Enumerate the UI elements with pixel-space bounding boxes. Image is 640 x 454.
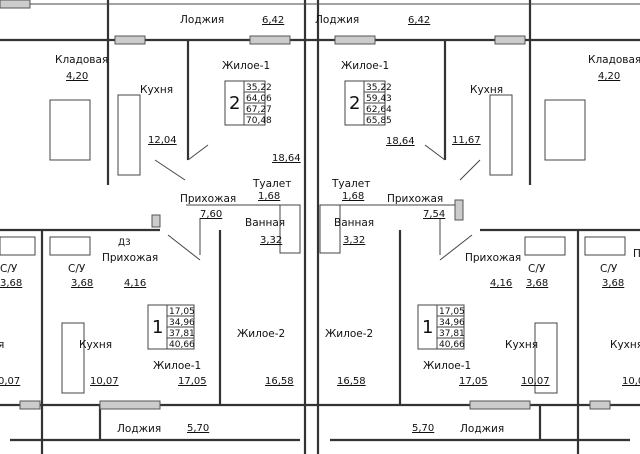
room-area: 6,42: [262, 15, 284, 26]
room-name: Прихожая: [180, 193, 236, 205]
room-name: С/У: [600, 263, 618, 275]
area-value: 64,06: [246, 94, 272, 104]
area-value: 62,64: [366, 105, 392, 115]
room-name: Кухня: [140, 84, 173, 96]
area-value: 37,81: [439, 329, 465, 339]
room-name: Жилое-2: [237, 328, 285, 340]
area-value: 65,85: [366, 116, 392, 126]
room-count: 1: [422, 317, 433, 338]
apartment-box: 1 17,05 34,96 37,81 40,66: [417, 304, 465, 350]
room-name: Лоджия: [180, 14, 224, 26]
room-area: 12,04: [148, 135, 177, 146]
room-name: П: [633, 248, 640, 260]
room-area: 3,68: [526, 278, 548, 289]
room-name: Жилое-1: [153, 360, 201, 372]
room-area: 3,68: [602, 278, 624, 289]
room-area: 10,07: [90, 376, 119, 387]
room-area: 1,68: [258, 191, 280, 202]
room-area: 16,58: [265, 376, 294, 387]
apartment-box: 1 17,05 34,96 37,81 40,66: [147, 304, 195, 350]
room-area: 1,68: [342, 191, 364, 202]
area-value: 34,96: [169, 318, 195, 328]
area-value: 34,96: [439, 318, 465, 328]
door-mark: Д3: [118, 238, 131, 248]
room-area: 18,64: [386, 136, 415, 147]
room-area: 18,64: [272, 153, 301, 164]
room-area: 16,58: [337, 376, 366, 387]
room-name: Лоджия: [315, 14, 359, 26]
room-area: 3,68: [71, 278, 93, 289]
room-name: Прихожая: [102, 252, 158, 264]
room-area: 5,70: [412, 423, 434, 434]
room-area: 4,20: [598, 71, 620, 82]
room-area: 7,54: [423, 209, 445, 220]
room-count: 2: [229, 93, 240, 114]
area-value: 59,43: [366, 94, 392, 104]
room-name: Кухня: [610, 339, 640, 351]
room-name: я: [0, 339, 4, 351]
room-area: 0,07: [0, 376, 20, 387]
room-area: 4,16: [490, 278, 512, 289]
room-count: 1: [152, 317, 163, 338]
room-area: 3,32: [260, 235, 282, 246]
area-value: 37,81: [169, 329, 195, 339]
room-area: 11,67: [452, 135, 481, 146]
room-name: С/У: [528, 263, 546, 275]
area-value: 40,66: [439, 340, 465, 350]
room-name: Ванная: [334, 217, 374, 229]
area-value: 17,05: [169, 307, 195, 317]
apartment-box: 2 35,22 64,06 67,27 70,48: [224, 80, 272, 126]
room-name: Лоджия: [117, 423, 161, 435]
room-name: С/У: [0, 263, 18, 275]
area-value: 17,05: [439, 307, 465, 317]
area-value: 35,22: [246, 83, 272, 93]
room-area: 10,07: [521, 376, 550, 387]
area-value: 67,27: [246, 105, 272, 115]
room-area: 10,0: [622, 376, 640, 387]
room-area: 4,20: [66, 71, 88, 82]
apartment-box: 2 35,22 59,43 62,64 65,85: [344, 80, 392, 126]
room-area: 6,42: [408, 15, 430, 26]
room-name: Ванная: [245, 217, 285, 229]
room-name: Кухня: [79, 339, 112, 351]
room-name: Кухня: [505, 339, 538, 351]
area-value: 70,48: [246, 116, 272, 126]
room-name: С/У: [68, 263, 86, 275]
room-area: 17,05: [178, 376, 207, 387]
room-name: Жилое-2: [325, 328, 373, 340]
room-name: Лоджия: [460, 423, 504, 435]
room-name: Кладовая: [55, 54, 108, 66]
room-name: Жилое-1: [423, 360, 471, 372]
room-name: Кухня: [470, 84, 503, 96]
room-area: 3,32: [343, 235, 365, 246]
room-area: 3,68: [0, 278, 22, 289]
area-value: 35,22: [366, 83, 392, 93]
room-area: 17,05: [459, 376, 488, 387]
room-name: Кладовая: [588, 54, 640, 66]
room-count: 2: [349, 93, 360, 114]
room-labels: Лоджия 6,42 Лоджия 6,42 Кладовая 4,20 Кл…: [0, 14, 640, 435]
room-area: 7,60: [200, 209, 222, 220]
room-area: 5,70: [187, 423, 209, 434]
room-name: Туалет: [331, 178, 370, 190]
room-name: Прихожая: [387, 193, 443, 205]
room-name: Жилое-1: [341, 60, 389, 72]
room-name: Жилое-1: [222, 60, 270, 72]
room-name: Туалет: [252, 178, 291, 190]
room-area: 4,16: [124, 278, 146, 289]
area-value: 40,66: [169, 340, 195, 350]
room-name: Прихожая: [465, 252, 521, 264]
